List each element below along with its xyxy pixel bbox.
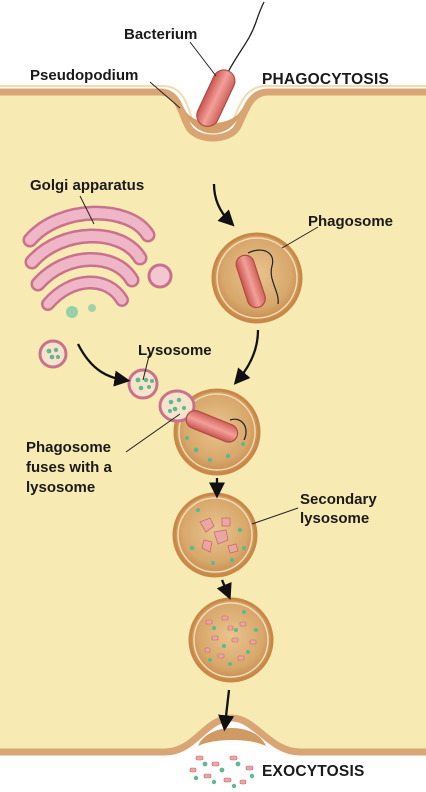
- lysosome: [129, 370, 157, 398]
- label-fuses-3: lysosome: [26, 479, 95, 496]
- secondary-lysosome: [174, 494, 256, 576]
- label-lysosome: Lysosome: [138, 342, 212, 359]
- phagosome: [213, 234, 301, 322]
- label-secondary-2: lysosome: [300, 510, 369, 527]
- label-phagosome: Phagosome: [308, 213, 393, 230]
- label-golgi: Golgi apparatus: [30, 177, 144, 194]
- label-secondary-1: Secondary: [300, 491, 377, 508]
- label-exocytosis: EXOCYTOSIS: [262, 763, 365, 780]
- label-pseudopodium: Pseudopodium: [30, 67, 138, 84]
- label-phagocytosis: PHAGOCYTOSIS: [262, 71, 389, 88]
- label-fuses-2: fuses with a: [26, 459, 113, 476]
- label-bacterium: Bacterium: [124, 26, 197, 43]
- lysosome-small: [40, 341, 66, 367]
- exocytosis-debris: [190, 756, 254, 788]
- label-fuses-1: Phagosome: [26, 439, 111, 456]
- golgi-vesicle: [149, 265, 171, 287]
- residual-body: [190, 599, 272, 681]
